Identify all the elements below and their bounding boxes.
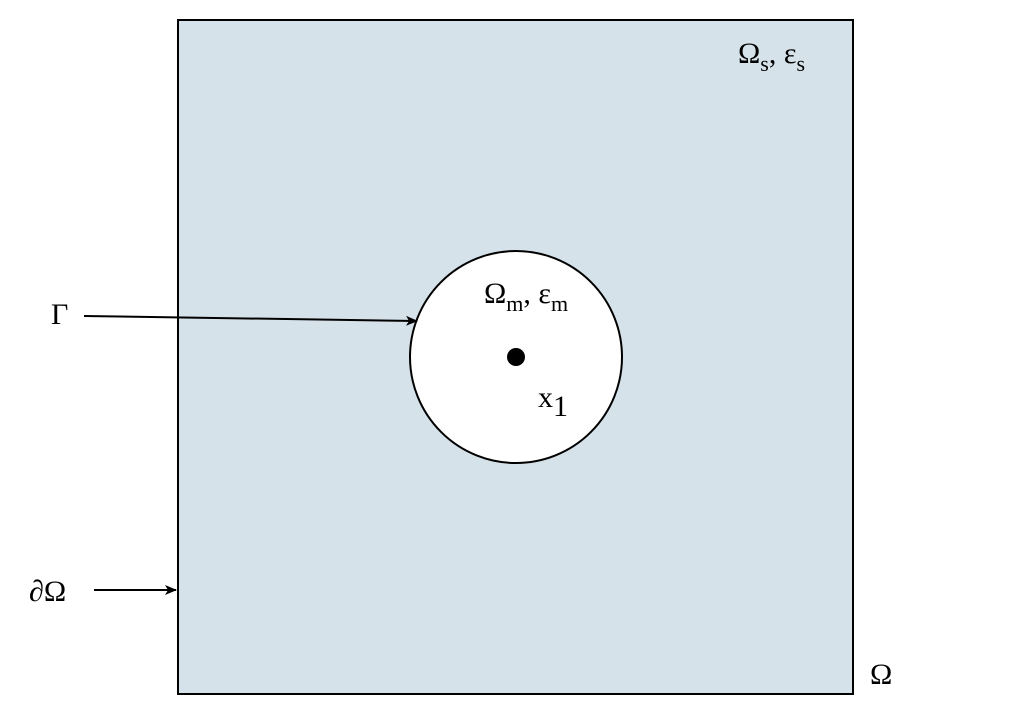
point-charge-label: x1 <box>538 381 568 423</box>
molecule-region-label: Ωm, εm <box>484 277 568 316</box>
boundary-label: ∂Ω <box>29 575 66 608</box>
interface-arrow <box>83 315 418 326</box>
interface-label: Γ <box>51 298 68 331</box>
domain-label: Ω <box>870 658 892 691</box>
solvent-region-label: Ωs, εs <box>738 37 805 76</box>
point-charge-dot <box>507 348 525 366</box>
